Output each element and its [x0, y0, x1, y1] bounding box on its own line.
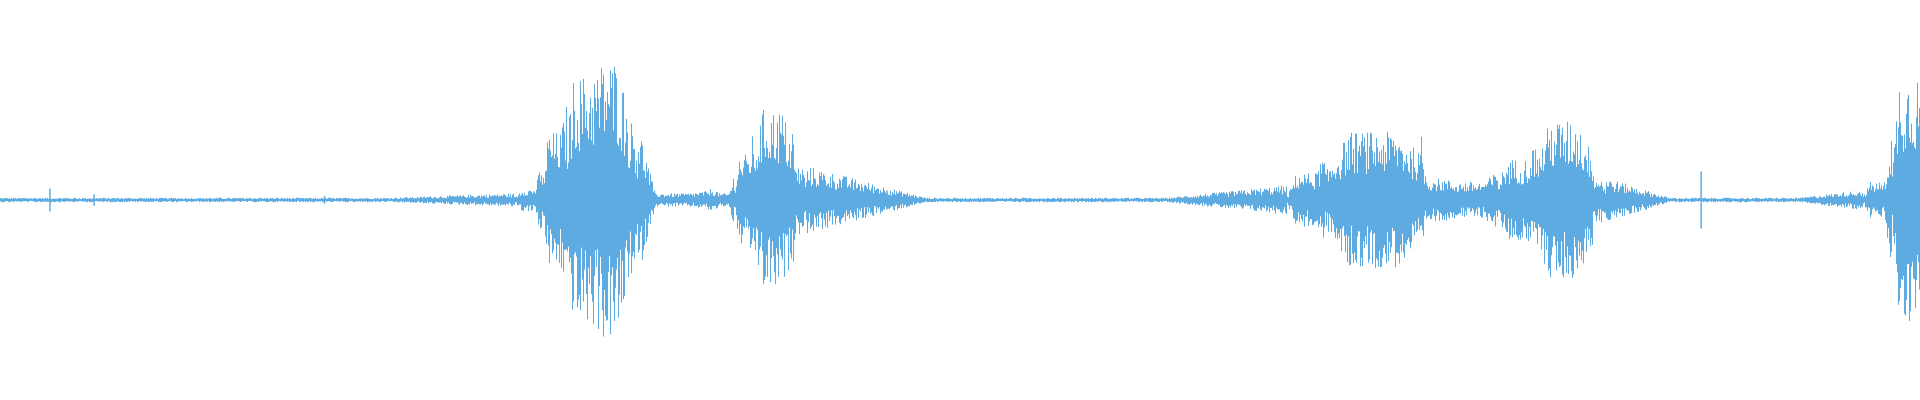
waveform-path: [0, 66, 1920, 337]
waveform-spikes: [49, 171, 1702, 229]
